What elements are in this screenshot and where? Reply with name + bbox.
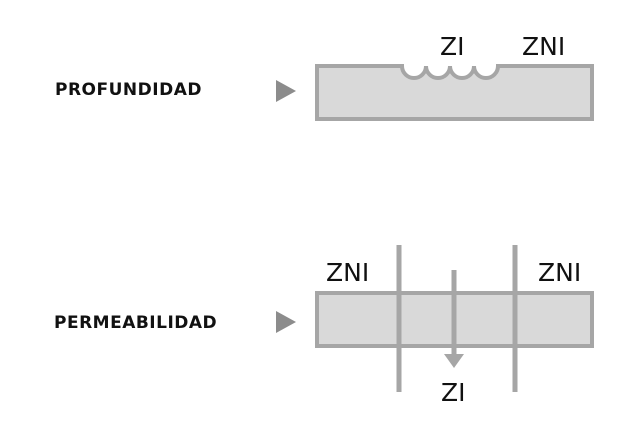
zone-label-zi: ZI	[440, 32, 465, 61]
zone-label-zni-left: ZNI	[326, 258, 370, 287]
row-label-depth: PROFUNDIDAD	[55, 80, 202, 100]
zone-label-zni-right: ZNI	[538, 258, 582, 287]
depth-slab	[315, 64, 594, 121]
zone-label-zi-bottom: ZI	[441, 378, 466, 407]
triangle-right-icon	[276, 311, 296, 333]
arrow-down-icon	[444, 354, 464, 368]
zone-label-zni: ZNI	[522, 32, 566, 61]
triangle-right-icon	[276, 80, 296, 102]
row-label-permeability: PERMEABILIDAD	[54, 313, 218, 333]
